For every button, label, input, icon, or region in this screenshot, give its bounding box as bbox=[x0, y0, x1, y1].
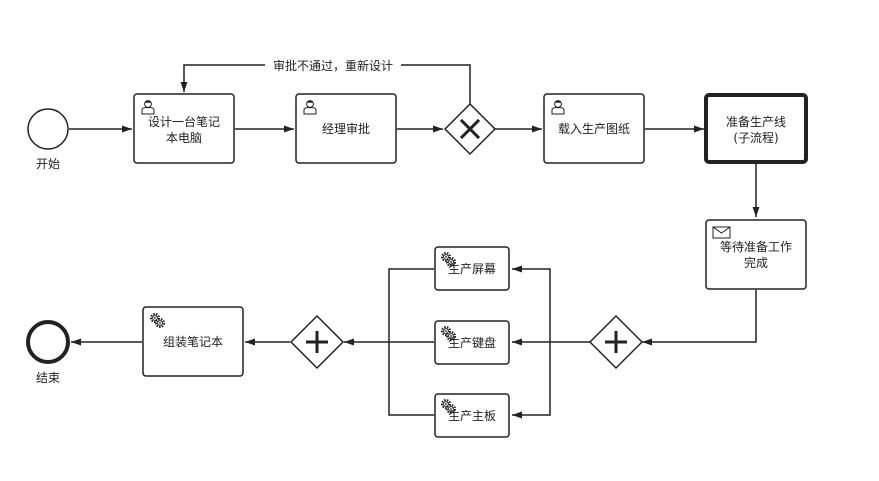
task-assemble[interactable]: 组装笔记本 bbox=[142, 306, 244, 377]
exclusive-gateway-approval[interactable] bbox=[443, 102, 497, 156]
flow-wait-to-fork[interactable] bbox=[642, 290, 757, 346]
task-produce-screen-label: 生产屏幕 bbox=[448, 262, 496, 276]
task-load-drawings-label: 载入生产图纸 bbox=[558, 122, 630, 136]
task-produce-screen[interactable]: 生产屏幕 bbox=[434, 246, 510, 291]
reject-flow-label: 审批不通过，重新设计 bbox=[273, 58, 393, 73]
start-event[interactable] bbox=[27, 108, 69, 150]
flow-fork-to-mainboard[interactable] bbox=[512, 342, 551, 419]
task-assemble-label: 组装笔记本 bbox=[163, 334, 223, 349]
task-produce-mainboard-label: 生产主板 bbox=[448, 409, 496, 423]
envelope-icon bbox=[712, 226, 731, 239]
plus-marker-icon bbox=[306, 331, 328, 353]
start-event-label: 开始 bbox=[36, 157, 60, 171]
task-wait-ready[interactable]: 等待准备工作 完成 bbox=[705, 219, 807, 290]
subprocess-prepare-line-label-line1: 准备生产线 bbox=[726, 115, 786, 129]
flow-screen-to-join[interactable] bbox=[388, 268, 434, 342]
subprocess-prepare-line[interactable]: 准备生产线 (子流程) bbox=[704, 93, 808, 164]
subprocess-prepare-line-label-line2: (子流程) bbox=[733, 130, 778, 145]
parallel-gateway-join[interactable] bbox=[289, 314, 345, 370]
task-wait-ready-label-line1: 等待准备工作 bbox=[720, 240, 792, 254]
task-wait-ready-label-line2: 完成 bbox=[744, 255, 768, 270]
task-approve[interactable]: 经理审批 bbox=[295, 93, 397, 164]
flow-mainboard-to-join[interactable] bbox=[388, 342, 434, 416]
task-load-drawings[interactable]: 载入生产图纸 bbox=[543, 93, 645, 164]
task-design-label-line2: 本电脑 bbox=[166, 131, 202, 145]
x-marker-icon bbox=[459, 118, 481, 140]
task-design[interactable]: 设计一台笔记 本电脑 bbox=[133, 93, 235, 164]
task-design-label-line1: 设计一台笔记 bbox=[148, 114, 220, 129]
start-event-circle[interactable] bbox=[27, 108, 69, 150]
reject-label-bg bbox=[265, 57, 401, 73]
end-event[interactable] bbox=[26, 320, 70, 364]
task-approve-label: 经理审批 bbox=[322, 121, 370, 136]
flow-fork-to-screen[interactable] bbox=[512, 265, 551, 342]
end-event-label: 结束 bbox=[36, 371, 60, 385]
end-event-circle[interactable] bbox=[26, 320, 70, 364]
parallel-gateway-fork[interactable] bbox=[588, 314, 644, 370]
task-produce-keyboard-label: 生产键盘 bbox=[448, 335, 496, 350]
plus-marker-icon bbox=[605, 331, 627, 353]
task-produce-mainboard[interactable]: 生产主板 bbox=[434, 393, 510, 438]
task-produce-keyboard[interactable]: 生产键盘 bbox=[434, 320, 510, 365]
